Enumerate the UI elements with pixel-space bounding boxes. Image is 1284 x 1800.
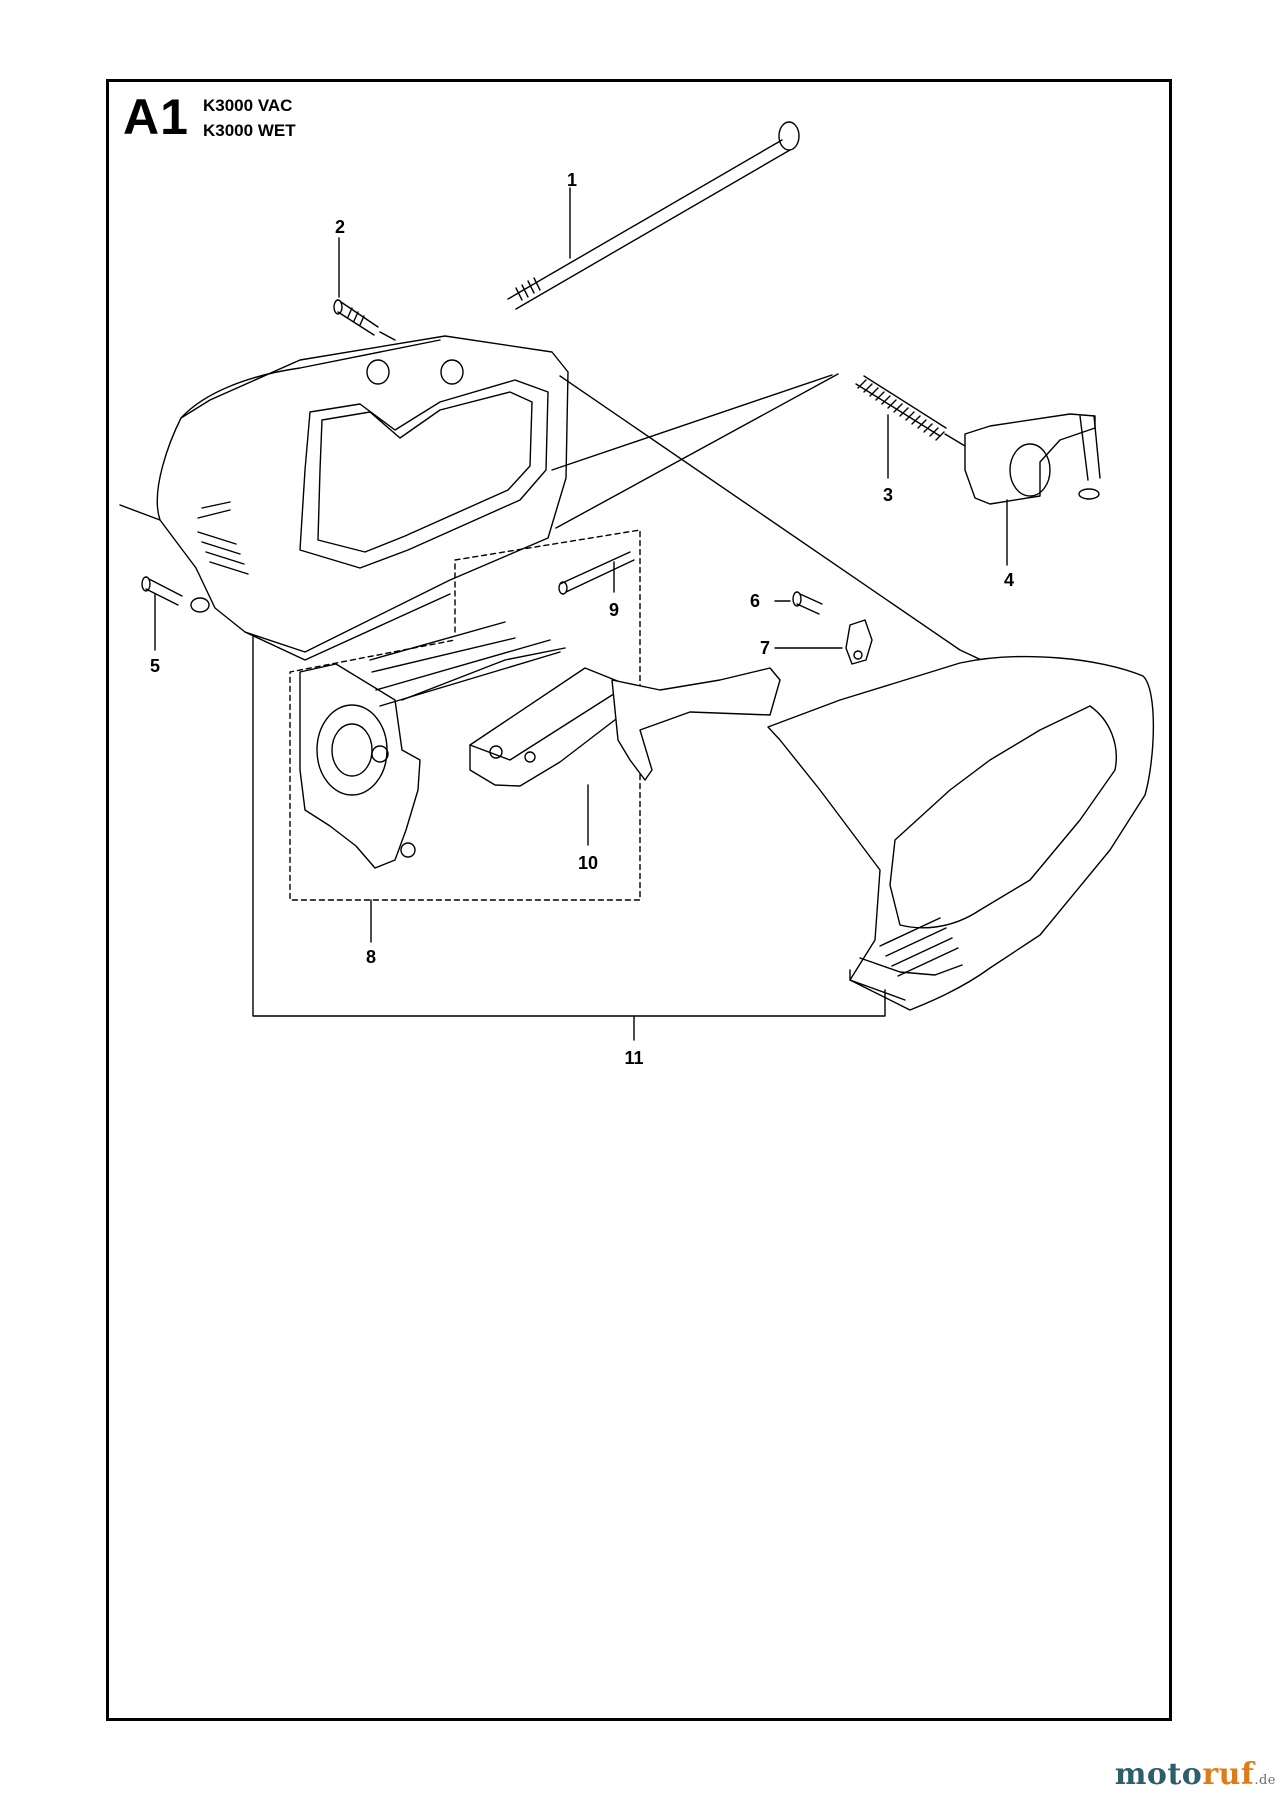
callout-3: 3 [882, 485, 894, 505]
callout-1: 1 [566, 170, 578, 190]
spring-drawing [855, 375, 947, 441]
callout-8: 8 [365, 947, 377, 967]
callout-11: 11 [624, 1048, 644, 1068]
through-bolt-drawing [507, 121, 800, 310]
callout-7: 7 [759, 638, 771, 658]
motor-housing-drawing [119, 335, 569, 661]
screw-drawing [333, 299, 379, 336]
callout-6: 6 [749, 591, 761, 611]
diagram-frame [106, 79, 1172, 1721]
screw-drawing [141, 576, 210, 613]
section-id: A1 [123, 89, 189, 145]
switch-drawing [469, 667, 781, 787]
screw-drawing [792, 591, 823, 615]
logo-text-accent: ruf [1202, 1757, 1255, 1792]
lock-button-drawing [964, 413, 1101, 505]
logo-text-dark: moto [1114, 1757, 1203, 1792]
handle-drawing [767, 655, 1155, 1011]
cable-clamp-drawing [845, 619, 873, 665]
callout-10: 10 [577, 853, 599, 873]
model-name: K3000 VAC [203, 96, 293, 115]
motoruf-logo: motoruf.de [1115, 1760, 1276, 1790]
callout-4: 4 [1003, 570, 1015, 590]
pin-drawing [558, 551, 635, 595]
logo-tld: .de [1254, 1773, 1276, 1788]
callout-9: 9 [608, 600, 620, 620]
brush-holder-drawing [299, 621, 566, 869]
callout-2: 2 [334, 217, 346, 237]
callout-5: 5 [149, 656, 161, 676]
model-name: K3000 WET [203, 121, 296, 140]
